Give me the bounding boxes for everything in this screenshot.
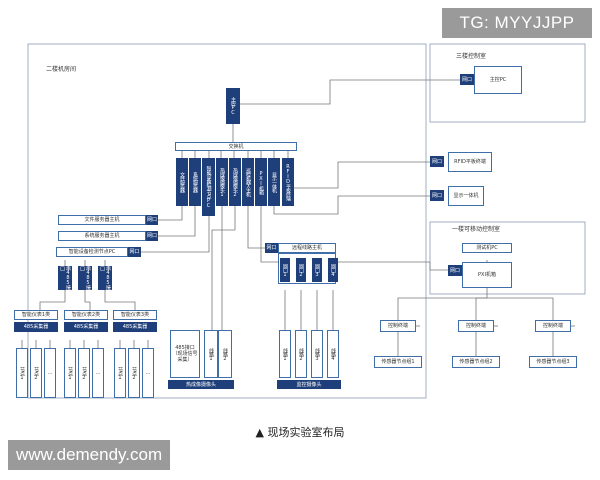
collector-0: 485采集器 bbox=[14, 322, 58, 332]
room3-port: 网口 bbox=[460, 74, 474, 85]
remote-port-1: 网口2 bbox=[296, 258, 306, 282]
ctrl-terminal-1: 控制终端 bbox=[458, 320, 494, 332]
room1-port: 网口 bbox=[448, 265, 462, 276]
room2-label: 二楼机房间 bbox=[46, 66, 77, 73]
switch-device-4: 热成像摄像头2 bbox=[229, 158, 241, 206]
main-pc-node: 主控PC bbox=[226, 88, 240, 124]
watermark-top: TG: MYYJJPP bbox=[442, 8, 592, 38]
sensor-group-1: 传感器节点组2 bbox=[452, 356, 500, 368]
node-1-1: 节点2 bbox=[78, 348, 90, 398]
room1-test-pc: 测试机PC bbox=[462, 243, 512, 253]
meter-1: 智能仪表2类 bbox=[64, 310, 108, 320]
sensor-group-0: 传感器节点组1 bbox=[374, 356, 422, 368]
ctrl-terminal-0: 控制终端 bbox=[380, 320, 416, 332]
display-port: 网口 bbox=[430, 190, 444, 201]
serial-port-1: 串485接口 bbox=[78, 266, 92, 290]
node-0-0: 节点1 bbox=[16, 348, 28, 398]
switch-device-1: 系统服务器 bbox=[189, 158, 201, 206]
file-server-port: 网口 bbox=[146, 215, 158, 225]
remote-line-1: 线路2 bbox=[295, 330, 307, 378]
thermal-line-0: 线路1 bbox=[204, 330, 218, 378]
smart-pc-host: 智能设备检测节点PC bbox=[56, 247, 128, 257]
rfid-port: 网口 bbox=[430, 156, 444, 167]
remote-title: 监控摄像头 bbox=[277, 380, 341, 389]
remote-line-3: 线路4 bbox=[327, 330, 339, 378]
figure-caption: ▲ 现场实验室布局 bbox=[255, 426, 345, 439]
switch-device-5: 巡检机器人主机 bbox=[242, 158, 254, 206]
thermal-line-1: 线路2 bbox=[218, 330, 232, 378]
node-2-1: 节点2 bbox=[128, 348, 140, 398]
sensor-group-2: 传感器节点组3 bbox=[529, 356, 577, 368]
switch-box: 交换机 bbox=[175, 142, 297, 151]
remote-port-0: 网口1 bbox=[280, 258, 290, 282]
node-0-1: 节点2 bbox=[30, 348, 42, 398]
remote-port-3: 网口4 bbox=[328, 258, 338, 282]
watermark-bottom: www.demendy.com bbox=[8, 440, 171, 470]
file-server-host: 文件服务器主机 bbox=[58, 215, 146, 225]
node-1-0: 节点1 bbox=[64, 348, 76, 398]
remote-port-2: 网口3 bbox=[312, 258, 322, 282]
remote-host: 远程线路主机 bbox=[278, 243, 336, 253]
remote-line-2: 线路3 bbox=[311, 330, 323, 378]
thermal-title: 热成像摄像头 bbox=[168, 380, 234, 389]
room2-outline bbox=[27, 43, 427, 399]
rfid-terminal: RFID平板终端 bbox=[448, 152, 492, 172]
room3-main-pc: 主控PC bbox=[474, 66, 522, 94]
pxi-chassis: PXI机箱 bbox=[462, 262, 512, 288]
switch-device-0: 文件服务器 bbox=[176, 158, 188, 206]
serial-port-0: 串485接口 bbox=[58, 266, 72, 290]
room1-label: 一楼可移动控制室 bbox=[452, 226, 501, 233]
node-2-0: 节点1 bbox=[114, 348, 126, 398]
room3-outline bbox=[429, 43, 586, 123]
collector-2: 485采集器 bbox=[113, 322, 157, 332]
sys-server-port: 网口 bbox=[146, 231, 158, 241]
room1-outline bbox=[429, 221, 586, 295]
meter-0: 智能仪表1类 bbox=[14, 310, 58, 320]
switch-device-8: RFID平板终端 bbox=[282, 158, 294, 206]
remote-host-port: 网口 bbox=[265, 243, 278, 253]
thermal-iface: 485接口（现场信号采集） bbox=[170, 330, 200, 378]
remote-line-0: 线路1 bbox=[279, 330, 291, 378]
switch-device-6: PXI机箱 bbox=[255, 158, 267, 206]
switch-device-3: 热成像摄像头1 bbox=[216, 158, 228, 206]
node-1-2: ... bbox=[92, 348, 104, 398]
switch-device-7: 显示一体机 bbox=[268, 158, 280, 206]
display-unit: 显示一体机 bbox=[448, 186, 484, 206]
switch-device-2: 智能设备检测节点PC bbox=[202, 158, 215, 216]
ctrl-terminal-2: 控制终端 bbox=[535, 320, 571, 332]
serial-port-2: 串485接口 bbox=[98, 266, 112, 290]
room3-label: 三楼控制室 bbox=[456, 53, 487, 60]
node-2-2: ... bbox=[142, 348, 154, 398]
smart-pc-port: 网口 bbox=[128, 247, 141, 257]
collector-1: 485采集器 bbox=[64, 322, 108, 332]
sys-server-host: 系统服务器主机 bbox=[58, 231, 146, 241]
node-0-2: ... bbox=[44, 348, 56, 398]
meter-2: 智能仪表3类 bbox=[113, 310, 157, 320]
